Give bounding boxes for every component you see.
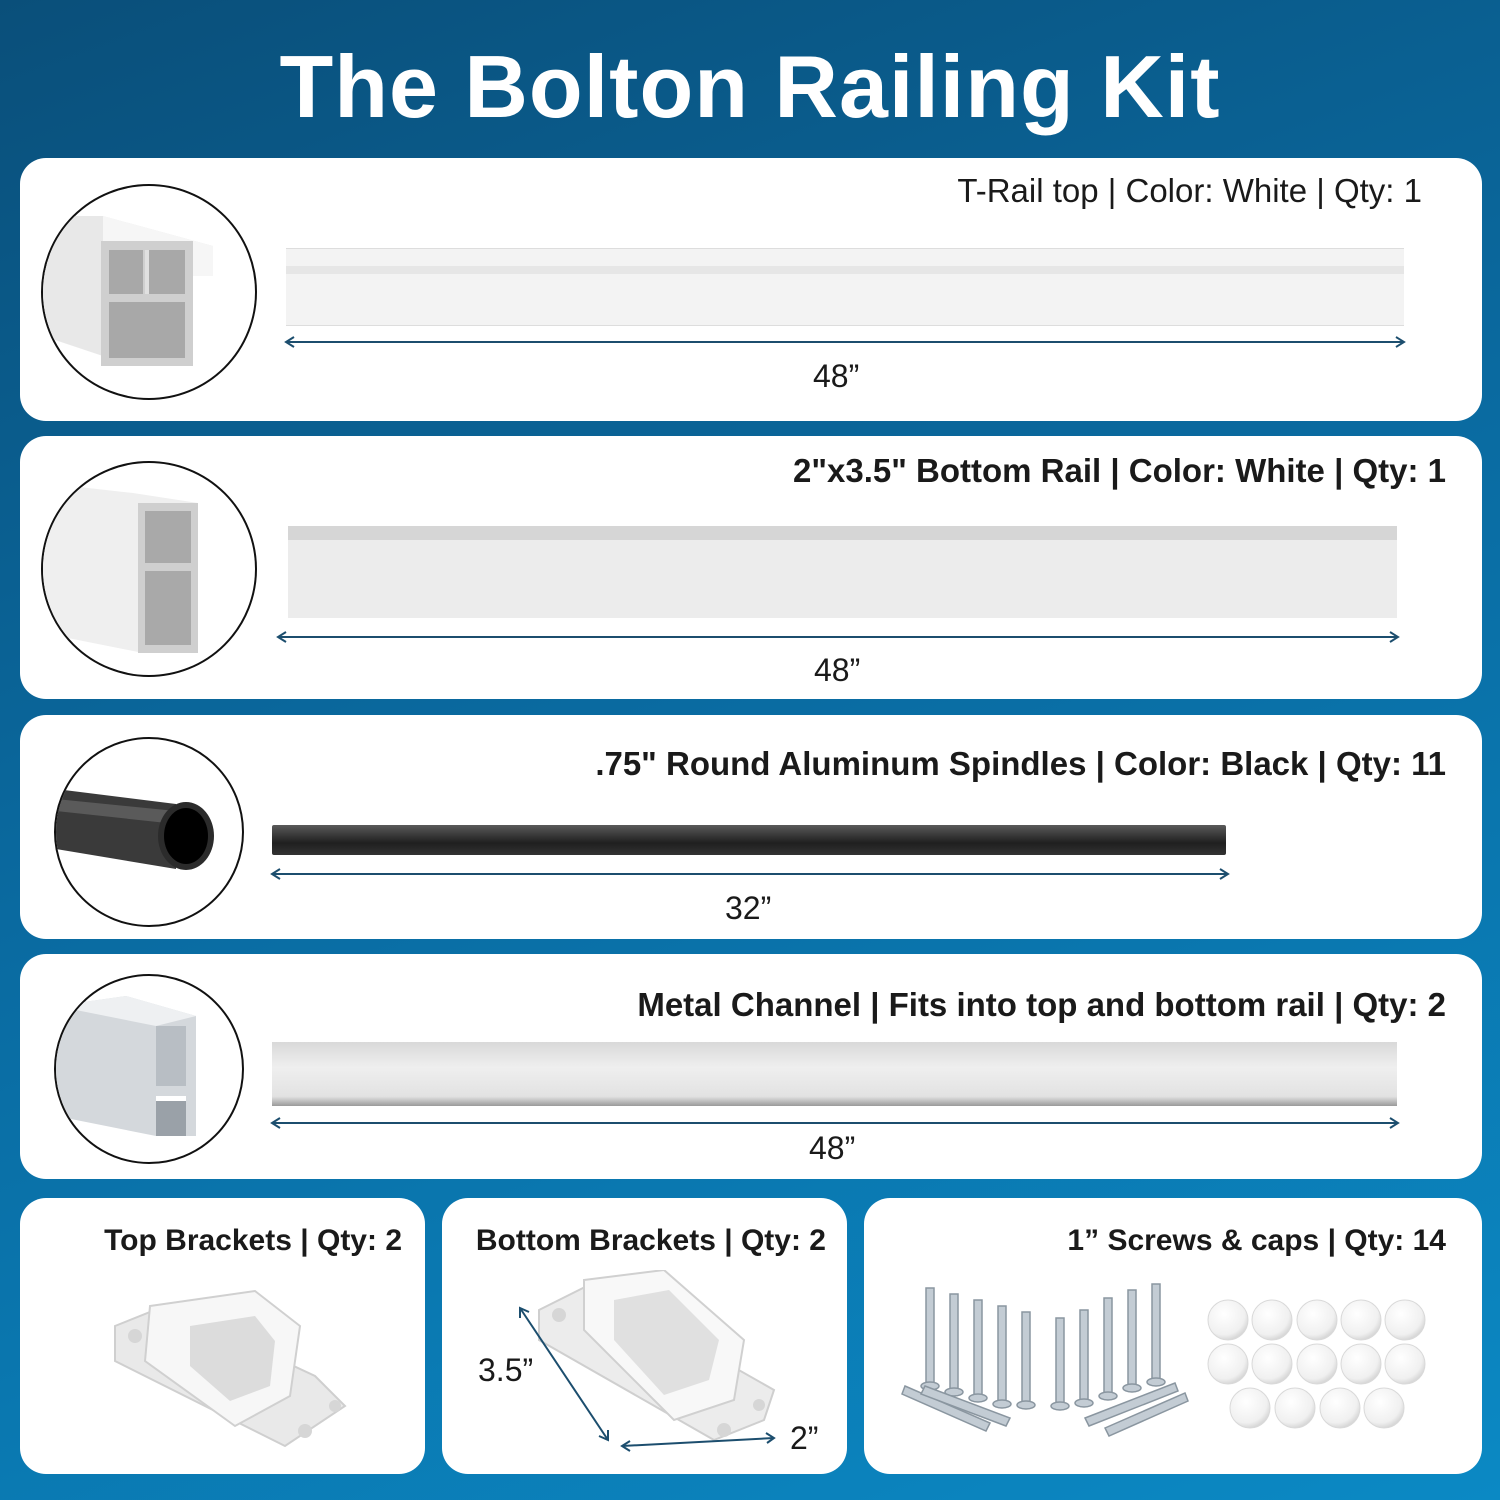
t-rail-bar <box>286 248 1404 326</box>
bracket-width-dimension: 2” <box>790 1420 819 1456</box>
t-rail-length: 48” <box>813 358 860 394</box>
t-rail-label: T-Rail top | Color: White | Qty: 1 <box>957 172 1422 209</box>
metal-channel-bar <box>272 1042 1397 1106</box>
screws-image <box>901 1283 1189 1437</box>
metal-channel-length: 48” <box>809 1130 856 1166</box>
bottom-bracket-image <box>538 1270 776 1442</box>
bracket-width-arrow <box>620 1432 776 1452</box>
bottom-rail-profile-image <box>41 461 257 677</box>
metal-channel-card: Metal Channel | Fits into top and bottom… <box>20 954 1482 1179</box>
spindle-length-arrow <box>270 868 1230 880</box>
t-rail-length-arrow <box>284 336 1406 348</box>
bottom-rail-length-arrow <box>276 631 1400 643</box>
spindle-profile-image <box>54 737 244 927</box>
page-title: The Bolton Railing Kit <box>279 37 1221 136</box>
screws-caps-label: 1” Screws & caps | Qty: 14 <box>1067 1224 1446 1257</box>
t-rail-profile-image <box>41 184 257 400</box>
metal-channel-label: Metal Channel | Fits into top and bottom… <box>637 986 1446 1023</box>
bottom-rail-label: 2"x3.5" Bottom Rail | Color: White | Qty… <box>793 452 1446 489</box>
metal-channel-length-arrow <box>270 1117 1400 1129</box>
caps-image <box>1207 1299 1426 1429</box>
screws-caps-card: 1” Screws & caps | Qty: 14 <box>864 1198 1482 1474</box>
spindle-length: 32” <box>725 890 772 926</box>
bottom-rail-bar <box>288 526 1397 618</box>
top-brackets-label: Top Brackets | Qty: 2 <box>104 1224 402 1257</box>
bottom-brackets-card: Bottom Brackets | Qty: 2 3.5” 2” <box>442 1198 847 1474</box>
bracket-depth-arrow <box>519 1306 609 1442</box>
top-bracket-image <box>114 1289 347 1448</box>
bottom-rail-length: 48” <box>814 652 861 688</box>
bottom-rail-card: 2"x3.5" Bottom Rail | Color: White | Qty… <box>20 436 1482 699</box>
bracket-depth-dimension: 3.5” <box>478 1352 534 1388</box>
bottom-brackets-label: Bottom Brackets | Qty: 2 <box>475 1224 826 1257</box>
top-brackets-card: Top Brackets | Qty: 2 <box>20 1198 425 1474</box>
t-rail-card: T-Rail top | Color: White | Qty: 1 48” <box>20 158 1482 421</box>
spindle-bar <box>272 825 1226 855</box>
spindles-label: .75" Round Aluminum Spindles | Color: Bl… <box>595 745 1446 782</box>
spindles-card: .75" Round Aluminum Spindles | Color: Bl… <box>20 715 1482 939</box>
metal-channel-profile-image <box>54 974 244 1164</box>
